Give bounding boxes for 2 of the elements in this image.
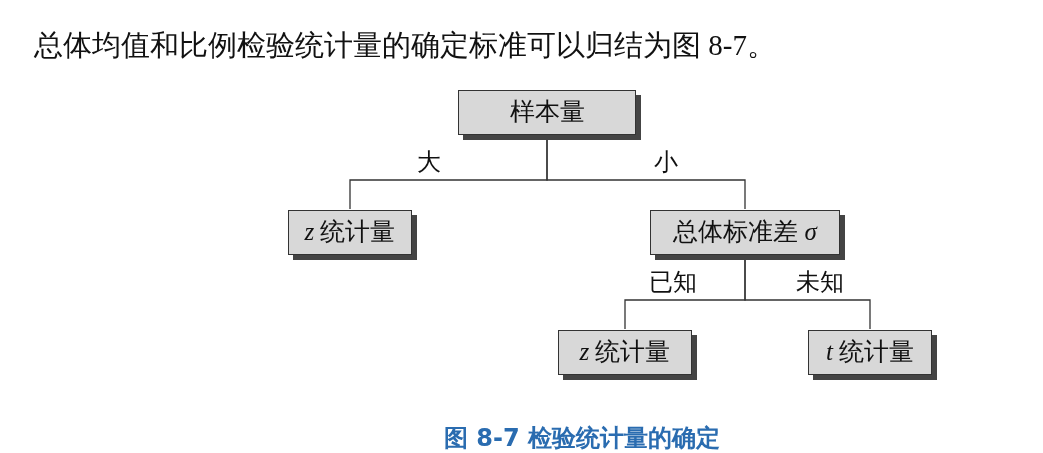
figure-caption: 图 8-7 检验统计量的确定 [444,423,721,453]
intro-sentence: 总体均值和比例检验统计量的确定标准可以归结为图 8-7。 [34,28,776,63]
